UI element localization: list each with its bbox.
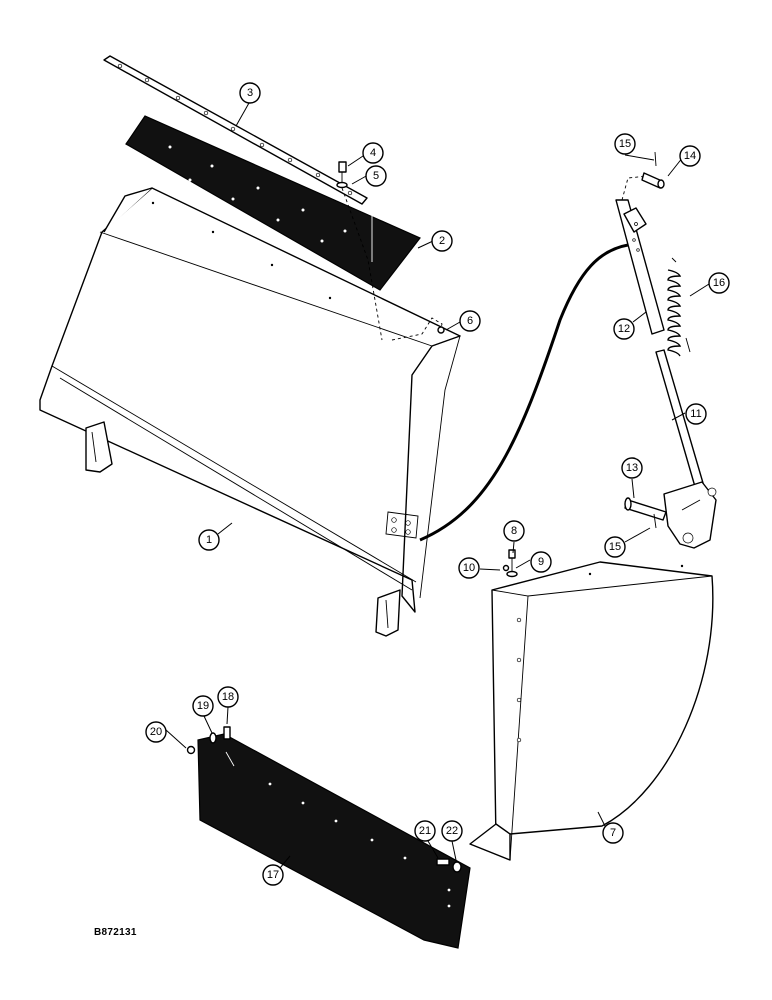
callout-14: 14 <box>679 145 701 167</box>
callout-3: 3 <box>239 82 261 104</box>
part-13-pin <box>624 497 667 521</box>
parts-18-19-20-hardware <box>186 726 231 755</box>
callout-20-label: 20 <box>150 726 162 738</box>
callout-11: 11 <box>685 403 707 425</box>
part-3-strip <box>103 55 368 205</box>
callout-15-top-label: 15 <box>619 138 631 150</box>
part-14-pin <box>641 172 665 189</box>
drawing-code: B872131 <box>94 927 137 938</box>
callout-7: 7 <box>602 822 624 844</box>
part-11-lower-rod <box>655 349 717 549</box>
part-12-upper-rod <box>615 175 665 335</box>
callout-18-label: 18 <box>222 691 234 703</box>
callout-21-label: 21 <box>419 825 431 837</box>
callout-16-label: 16 <box>713 277 725 289</box>
callout-18: 18 <box>217 686 239 708</box>
callout-15-top: 15 <box>614 133 636 155</box>
callout-22: 22 <box>441 820 463 842</box>
callout-5: 5 <box>365 165 387 187</box>
callout-1: 1 <box>198 529 220 551</box>
callout-13-label: 13 <box>626 462 638 474</box>
callout-17: 17 <box>262 864 284 886</box>
callout-4: 4 <box>362 142 384 164</box>
part-15-cotter-pin-top <box>654 151 657 167</box>
callout-3-label: 3 <box>247 87 253 99</box>
callout-16: 16 <box>708 272 730 294</box>
callout-5-label: 5 <box>373 170 379 182</box>
callout-15-lower-label: 15 <box>609 541 621 553</box>
callout-2: 2 <box>431 230 453 252</box>
part-6-nut <box>391 317 445 341</box>
callout-19: 19 <box>192 695 214 717</box>
callout-15-lower: 15 <box>604 536 626 558</box>
callout-17-label: 17 <box>267 869 279 881</box>
parts-8-9-10-hardware <box>502 549 518 578</box>
part-17-rubber-flap <box>197 733 471 949</box>
callout-8-label: 8 <box>511 525 517 537</box>
parts-21-22-hardware <box>436 858 462 873</box>
callout-14-label: 14 <box>684 150 696 162</box>
part-15-cotter-pin-lower <box>653 513 657 529</box>
callout-4-label: 4 <box>370 147 376 159</box>
callout-21: 21 <box>414 820 436 842</box>
callout-20: 20 <box>145 721 167 743</box>
callout-1-label: 1 <box>206 534 212 546</box>
callout-6-label: 6 <box>467 315 473 327</box>
callout-9-label: 9 <box>538 556 544 568</box>
callout-6: 6 <box>459 310 481 332</box>
callout-9: 9 <box>530 551 552 573</box>
callout-10: 10 <box>458 557 480 579</box>
part-2-rubber-panel <box>125 115 421 291</box>
callout-8: 8 <box>503 520 525 542</box>
callout-22-label: 22 <box>446 825 458 837</box>
cable <box>419 243 629 542</box>
part-1-hood <box>39 187 461 637</box>
callout-13: 13 <box>621 457 643 479</box>
callout-10-label: 10 <box>463 562 475 574</box>
callout-12: 12 <box>613 318 635 340</box>
callout-19-label: 19 <box>197 700 209 712</box>
callout-7-label: 7 <box>610 827 616 839</box>
callout-2-label: 2 <box>439 235 445 247</box>
part-7-side-shield <box>469 561 714 861</box>
parts-4-5-bolt-washer <box>336 161 383 341</box>
callout-12-label: 12 <box>618 323 630 335</box>
callout-11-label: 11 <box>690 408 701 420</box>
part-16-spring <box>667 257 691 357</box>
